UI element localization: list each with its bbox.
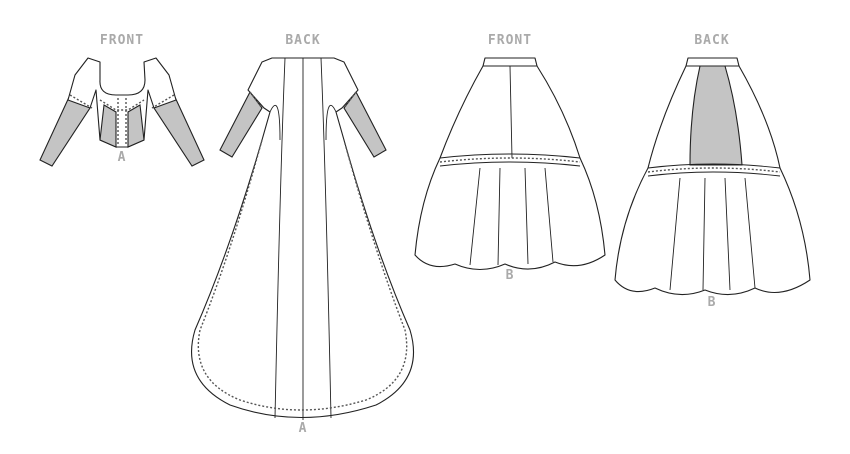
heading-back-b: BACK: [694, 33, 730, 48]
view-label-b: B: [505, 268, 515, 283]
view-label-b: B: [707, 295, 717, 310]
view-label-a: A: [298, 421, 308, 436]
skirt-back-drawing: [614, 57, 811, 296]
heading-back-a: BACK: [285, 33, 321, 48]
gown-back-drawing: [191, 57, 414, 420]
bodice-front-drawing: [39, 57, 205, 167]
heading-front-b: FRONT: [487, 33, 533, 48]
skirt-front-drawing: [414, 57, 606, 271]
heading-front-a: FRONT: [99, 33, 145, 48]
view-label-a: A: [117, 150, 127, 165]
